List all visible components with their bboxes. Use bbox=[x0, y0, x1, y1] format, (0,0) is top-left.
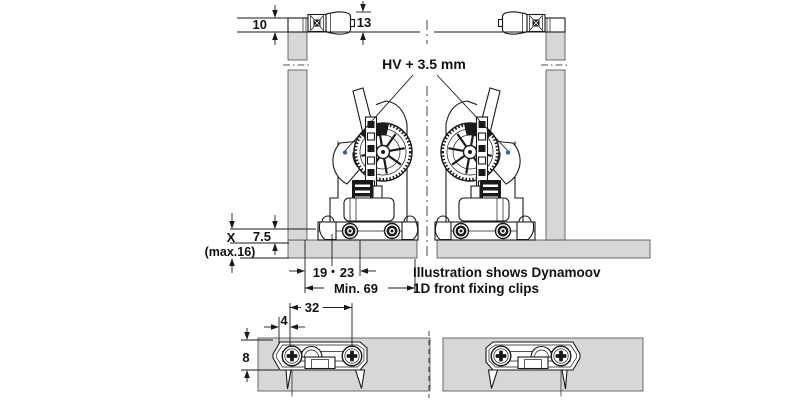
dim-label-x-max: (max.16) bbox=[205, 245, 256, 259]
dim-label-x: X bbox=[227, 230, 236, 245]
dimension-x-75: 7.5 X (max.16) bbox=[205, 213, 316, 273]
dimension-32-4-8: 32 4 8 bbox=[241, 300, 353, 382]
illustration-note: Illustration shows Dynamoov 1D front fix… bbox=[413, 265, 601, 296]
dim-label-19: 19 bbox=[313, 265, 327, 280]
dim-label-8: 8 bbox=[242, 350, 249, 365]
side-panel-left-top bbox=[287, 31, 308, 61]
panels bbox=[257, 31, 651, 392]
note-line-1: Illustration shows Dynamoov bbox=[413, 265, 601, 280]
hv-callout: HV + 3.5 mm bbox=[342, 56, 511, 155]
top-latch-right bbox=[497, 11, 566, 35]
side-panel-right bbox=[545, 69, 566, 241]
drawer-bottom-left bbox=[287, 239, 418, 259]
dimension-10: 10 bbox=[237, 5, 546, 45]
center-lines bbox=[426, 20, 430, 398]
dim-label-23: 23 bbox=[340, 265, 354, 280]
dimension-19-23-min69: 19 • 23 Min. 69 bbox=[289, 234, 416, 296]
fixing-clip-right bbox=[433, 86, 537, 242]
hv-marker-dot-right bbox=[505, 150, 511, 155]
side-panel-left bbox=[287, 69, 308, 241]
dimension-13: 13 bbox=[356, 1, 371, 45]
dim-label-32: 32 bbox=[305, 300, 319, 315]
hv-label: HV + 3.5 mm bbox=[382, 56, 466, 72]
dim-label-min69: Min. 69 bbox=[334, 281, 378, 296]
dim-separator-dot: • bbox=[331, 266, 335, 278]
fixing-clip-left bbox=[316, 86, 420, 242]
hv-marker-dot-left bbox=[342, 150, 348, 155]
dim-label-7-5: 7.5 bbox=[253, 229, 271, 244]
dim-label-10: 10 bbox=[253, 17, 267, 32]
top-latch-left bbox=[287, 11, 356, 35]
side-panel-right-top bbox=[545, 31, 566, 61]
dim-label-4: 4 bbox=[280, 313, 288, 328]
dim-label-13: 13 bbox=[357, 15, 371, 30]
note-line-2: 1D front fixing clips bbox=[413, 281, 539, 296]
drawer-bottom-right bbox=[436, 239, 651, 259]
